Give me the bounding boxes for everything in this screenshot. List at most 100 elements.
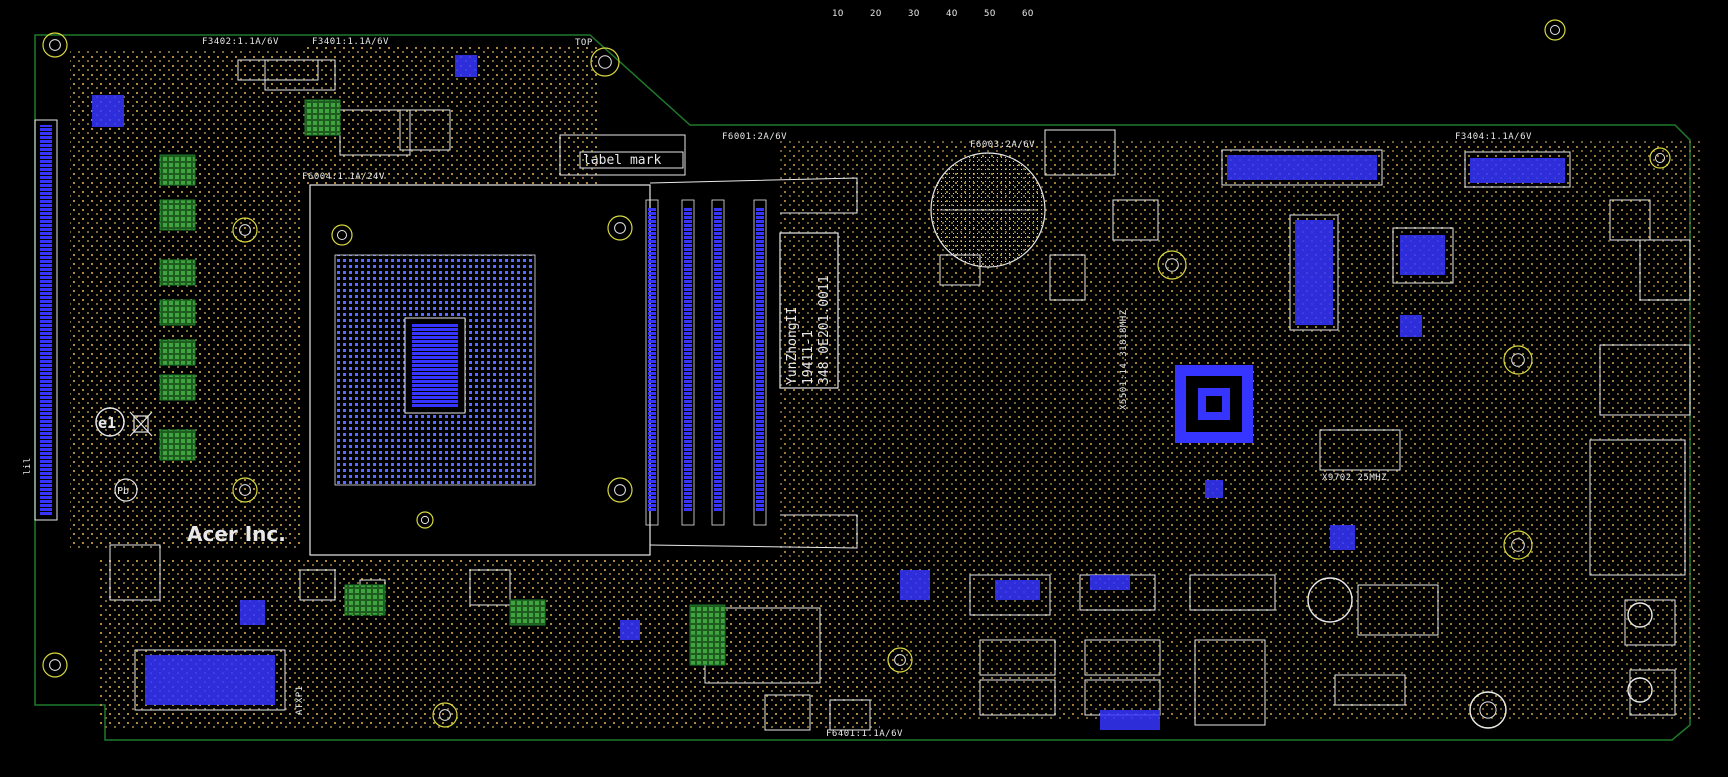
top-edge-mark: 4O bbox=[946, 9, 958, 19]
top-edge-mark: 5O bbox=[984, 9, 996, 19]
component-outline bbox=[1221, 149, 1383, 186]
component-outline bbox=[1599, 344, 1691, 416]
mounting-hole-ring bbox=[1550, 25, 1560, 35]
pad-cluster bbox=[145, 655, 275, 705]
fuse-f3404-label: F3404:1.1A/6V bbox=[1455, 132, 1532, 142]
mounting-hole-ring bbox=[1165, 258, 1179, 272]
connector-ring bbox=[1469, 691, 1507, 729]
component-field bbox=[70, 45, 1700, 730]
fuse-f6401-label: F6401:1.1A/6V bbox=[826, 729, 903, 739]
dimm-slot bbox=[681, 199, 695, 526]
component-outline bbox=[1049, 254, 1086, 301]
component-outline bbox=[1629, 669, 1676, 716]
component-outline bbox=[1112, 199, 1159, 241]
mounting-hole bbox=[1503, 530, 1533, 560]
mounting-hole bbox=[607, 215, 633, 241]
mounting-hole-ring bbox=[439, 709, 451, 721]
mounting-hole-ring bbox=[1511, 538, 1525, 552]
dimm-slot-pins bbox=[714, 207, 722, 512]
component-outline bbox=[399, 109, 451, 151]
compliance-marks: e1 Pb bbox=[95, 407, 153, 502]
pad-cluster bbox=[1090, 575, 1130, 590]
pad-cluster bbox=[1400, 235, 1445, 275]
mounting-hole bbox=[42, 652, 68, 678]
atx-connector-label: ATXP1 bbox=[295, 685, 305, 715]
weee-bin-icon bbox=[129, 411, 153, 437]
pad-cluster bbox=[1330, 525, 1355, 550]
pad-cluster bbox=[900, 570, 930, 600]
component-outline bbox=[1357, 584, 1439, 636]
pad-cluster bbox=[1205, 480, 1223, 498]
component-outline bbox=[134, 649, 286, 711]
mounting-hole bbox=[432, 702, 458, 728]
dimm-slot bbox=[753, 199, 767, 526]
pad-cluster bbox=[455, 55, 477, 77]
pad-cluster bbox=[1227, 155, 1377, 180]
component-outline bbox=[969, 574, 1051, 616]
mounting-hole bbox=[1157, 250, 1187, 280]
brand-logo-text: Acer Inc. bbox=[187, 522, 286, 546]
mounting-hole-ring bbox=[239, 484, 251, 496]
mounting-hole-ring bbox=[614, 484, 626, 496]
mounting-hole bbox=[1503, 345, 1533, 375]
crystal-x9702-label: X9702 25MHZ bbox=[1322, 473, 1387, 483]
left-edge-slot bbox=[34, 119, 58, 521]
component-outline bbox=[979, 639, 1056, 676]
mounting-hole bbox=[42, 32, 68, 58]
component-outline bbox=[1639, 239, 1691, 301]
mounting-hole bbox=[887, 647, 913, 673]
top-marker: TOP bbox=[575, 38, 593, 48]
dimm-slot-pins bbox=[756, 207, 764, 512]
e1-mark: e1 bbox=[98, 414, 116, 432]
chip-label-line2: 19411-1 bbox=[801, 330, 816, 385]
mounting-hole bbox=[331, 224, 353, 246]
component-outline bbox=[939, 254, 981, 286]
component-outline bbox=[829, 699, 871, 731]
mounting-hole bbox=[1544, 19, 1566, 41]
component-outline bbox=[264, 59, 336, 91]
copper-pad bbox=[159, 199, 196, 231]
component-outline bbox=[1464, 151, 1571, 188]
pad-cluster bbox=[92, 95, 124, 127]
component-outline bbox=[764, 694, 811, 731]
pad-cluster bbox=[1295, 220, 1333, 325]
copper-pad bbox=[509, 599, 546, 626]
board-outline bbox=[34, 34, 1691, 741]
pad-cluster bbox=[1100, 710, 1160, 730]
mounting-hole bbox=[232, 477, 258, 503]
mounting-hole bbox=[590, 47, 620, 77]
fuse-f6004-label: F6004:1.1A/24V bbox=[302, 172, 385, 182]
dimm-latch-bottom bbox=[649, 514, 858, 549]
mounting-hole bbox=[416, 511, 434, 529]
crystal-x5501-label: X5501:14.31818MHZ bbox=[1119, 309, 1129, 410]
component-outline bbox=[1189, 574, 1276, 611]
mounting-hole-ring bbox=[337, 230, 347, 240]
mounting-holes bbox=[42, 19, 1671, 729]
fuse-f3402-label: F3402:1.1A/6V bbox=[202, 37, 279, 47]
label-mark-text: label mark bbox=[583, 153, 661, 168]
mounting-hole-ring bbox=[420, 515, 430, 525]
cmos-battery bbox=[930, 152, 1046, 268]
pad-cluster bbox=[240, 600, 265, 625]
chip-label-line1: YunZhongII bbox=[785, 307, 800, 385]
pad-cluster bbox=[620, 620, 640, 640]
component-outline bbox=[1392, 227, 1454, 284]
top-edge-mark: 3O bbox=[908, 9, 920, 19]
pad-cluster bbox=[995, 580, 1040, 600]
mounting-hole-ring bbox=[49, 39, 61, 51]
connector-ring bbox=[1627, 677, 1653, 703]
component-outline bbox=[1609, 199, 1651, 241]
component-blocks bbox=[92, 55, 1691, 731]
component-outline bbox=[469, 569, 511, 606]
mounting-hole-ring bbox=[239, 224, 251, 236]
fuse-f6003-label: F6003:2A/6V bbox=[970, 140, 1035, 150]
copper-pad bbox=[689, 604, 726, 636]
mounting-hole bbox=[607, 477, 633, 503]
copper-pad bbox=[344, 584, 386, 616]
mounting-hole-ring bbox=[1511, 353, 1525, 367]
copper-pad bbox=[159, 374, 196, 401]
top-edge-mark: 2O bbox=[870, 9, 882, 19]
pad-cluster bbox=[1400, 315, 1422, 337]
copper-pad bbox=[159, 154, 196, 186]
